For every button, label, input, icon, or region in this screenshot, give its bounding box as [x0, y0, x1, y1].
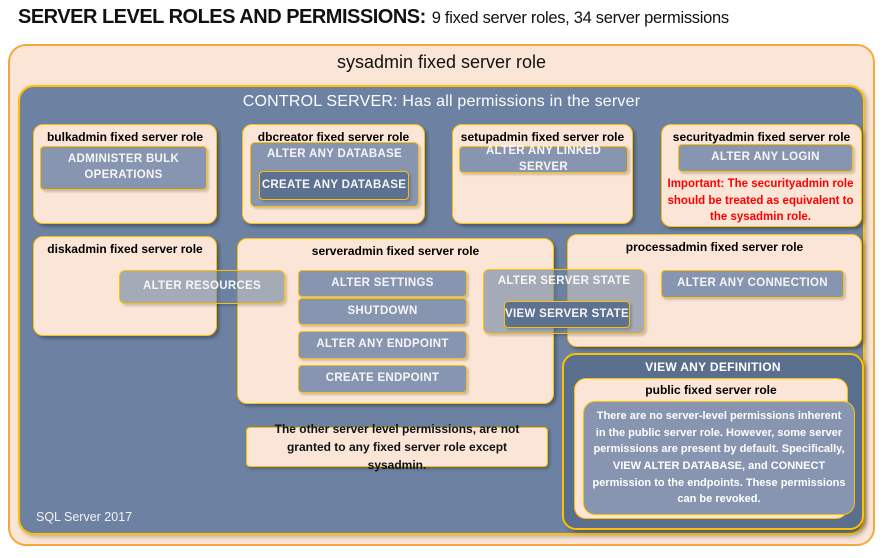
- page-title-subheading: 9 fixed server roles, 34 server permissi…: [431, 9, 729, 27]
- permission-alter-any-login: ALTER ANY LOGIN: [678, 144, 853, 172]
- view-any-definition-box: VIEW ANY DEFINITION public fixed server …: [562, 353, 864, 530]
- page-title-heading: SERVER LEVEL ROLES AND PERMISSIONS:: [18, 6, 426, 28]
- permission-shutdown: SHUTDOWN: [298, 298, 467, 325]
- public-role-note: There are no server-level permissions in…: [583, 401, 855, 515]
- page-title: SERVER LEVEL ROLES AND PERMISSIONS: 9 fix…: [18, 6, 729, 29]
- setupadmin-role-box: setupadmin fixed server role: [452, 124, 633, 224]
- public-role-box: public fixed server role There are no se…: [574, 378, 855, 519]
- other-permissions-footnote: The other server level permissions, are …: [246, 422, 548, 472]
- securityadmin-warning-text: Important: The securityadmin role should…: [667, 178, 854, 224]
- permission-alter-server-state-label: ALTER SERVER STATE: [497, 275, 631, 287]
- dbcreator-role-title: dbcreator fixed server role: [257, 130, 410, 144]
- diskadmin-role-title: diskadmin fixed server role: [47, 242, 203, 256]
- sql-server-version-label: SQL Server 2017: [36, 510, 133, 524]
- permission-alter-any-database: ALTER ANY DATABASE CREATE ANY DATABASE: [250, 142, 419, 207]
- permission-create-any-database: CREATE ANY DATABASE: [259, 171, 409, 200]
- permission-administer-bulk-operations: ADMINISTER BULK OPERATIONS: [40, 146, 207, 190]
- serveradmin-role-title: serveradmin fixed server role: [311, 244, 480, 258]
- public-role-title: public fixed server role: [645, 383, 777, 397]
- securityadmin-role-box: securityadmin fixed server role: [661, 124, 862, 227]
- permission-alter-any-linked-server: ALTER ANY LINKED SERVER: [459, 145, 628, 173]
- securityadmin-role-title: securityadmin fixed server role: [672, 130, 851, 144]
- permission-create-endpoint: CREATE ENDPOINT: [298, 365, 467, 393]
- permission-alter-resources: ALTER RESOURCES: [119, 270, 285, 304]
- permission-view-server-state: VIEW SERVER STATE: [504, 301, 630, 328]
- diskadmin-role-box: diskadmin fixed server role: [33, 236, 217, 336]
- bulkadmin-role-title: bulkadmin fixed server role: [46, 130, 204, 144]
- sysadmin-role-label: sysadmin fixed server role: [336, 52, 547, 72]
- view-any-definition-label: VIEW ANY DEFINITION: [645, 360, 781, 374]
- permission-alter-server-state: ALTER SERVER STATE VIEW SERVER STATE: [483, 269, 645, 334]
- permission-alter-any-endpoint: ALTER ANY ENDPOINT: [298, 331, 467, 359]
- permission-alter-settings: ALTER SETTINGS: [298, 270, 467, 297]
- control-server-label: CONTROL SERVER: Has all permissions in t…: [242, 93, 641, 110]
- processadmin-role-title: processadmin fixed server role: [625, 240, 804, 254]
- permission-alter-any-connection: ALTER ANY CONNECTION: [661, 270, 844, 298]
- permission-alter-any-database-label: ALTER ANY DATABASE: [266, 148, 403, 160]
- setupadmin-role-title: setupadmin fixed server role: [460, 130, 625, 144]
